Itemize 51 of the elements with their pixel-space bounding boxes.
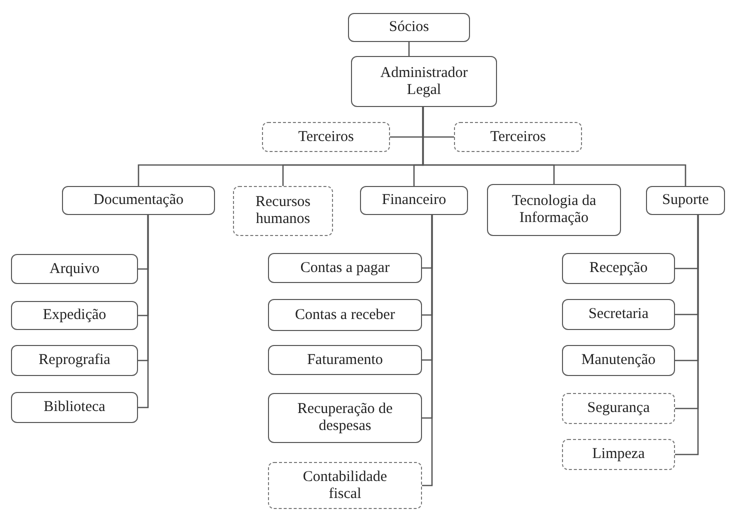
unit-name: Terceiros — [298, 128, 354, 146]
unit-name: Financeiro — [382, 192, 446, 209]
org-box — [487, 184, 621, 236]
org-box — [11, 254, 138, 284]
org-box — [646, 186, 725, 215]
connector-line — [422, 107, 686, 186]
unit-name: Suporte — [662, 192, 709, 209]
dashed-org-box — [262, 122, 390, 152]
unit-name: Contas a receber — [295, 306, 395, 324]
org-box — [11, 392, 138, 423]
org-box — [11, 345, 138, 376]
unit-name: Recursos humanos — [254, 194, 312, 228]
org-box — [268, 345, 422, 375]
unit-name: Administrador Legal — [379, 64, 469, 98]
unit-name: Limpeza — [592, 446, 645, 463]
org-box — [268, 253, 422, 283]
org-box — [62, 186, 215, 215]
unit-name: Faturamento — [307, 352, 383, 368]
org-box — [360, 186, 468, 215]
dashed-org-box — [562, 393, 675, 424]
org-box — [11, 301, 138, 330]
org-box — [268, 393, 422, 443]
unit-name: Recepção — [589, 260, 648, 277]
unit-name: Contabilidade fiscal — [302, 468, 388, 502]
unit-name: Expedição — [42, 307, 106, 324]
org-box — [348, 13, 470, 42]
unit-name: Segurança — [587, 400, 650, 417]
connector-line — [408, 42, 410, 56]
connector-line — [422, 215, 433, 486]
org-box — [351, 56, 497, 107]
unit-name: Contas a pagar — [300, 260, 390, 276]
unit-name: Reprografia — [38, 352, 110, 369]
unit-name: Secretaria — [588, 306, 648, 323]
org-box — [562, 253, 675, 284]
unit-name: Arquivo — [50, 260, 100, 278]
connector-line — [675, 215, 699, 456]
unit-name: Recuperação de despesas — [296, 401, 394, 435]
org-box — [562, 299, 675, 330]
dashed-org-box — [268, 462, 422, 509]
unit-name: Manutenção — [581, 352, 656, 369]
unit-name: Terceiros — [490, 128, 546, 146]
unit-name: Biblioteca — [44, 399, 106, 416]
dashed-org-box — [562, 439, 675, 470]
unit-name: Sócios — [388, 19, 429, 36]
connector-line — [138, 215, 149, 408]
dashed-org-box — [454, 122, 582, 152]
org-box — [562, 345, 675, 376]
dashed-org-box — [233, 186, 333, 236]
unit-name: Documentação — [94, 192, 184, 209]
unit-name: Tecnologia da Informação — [510, 193, 598, 227]
org-box — [268, 299, 422, 331]
